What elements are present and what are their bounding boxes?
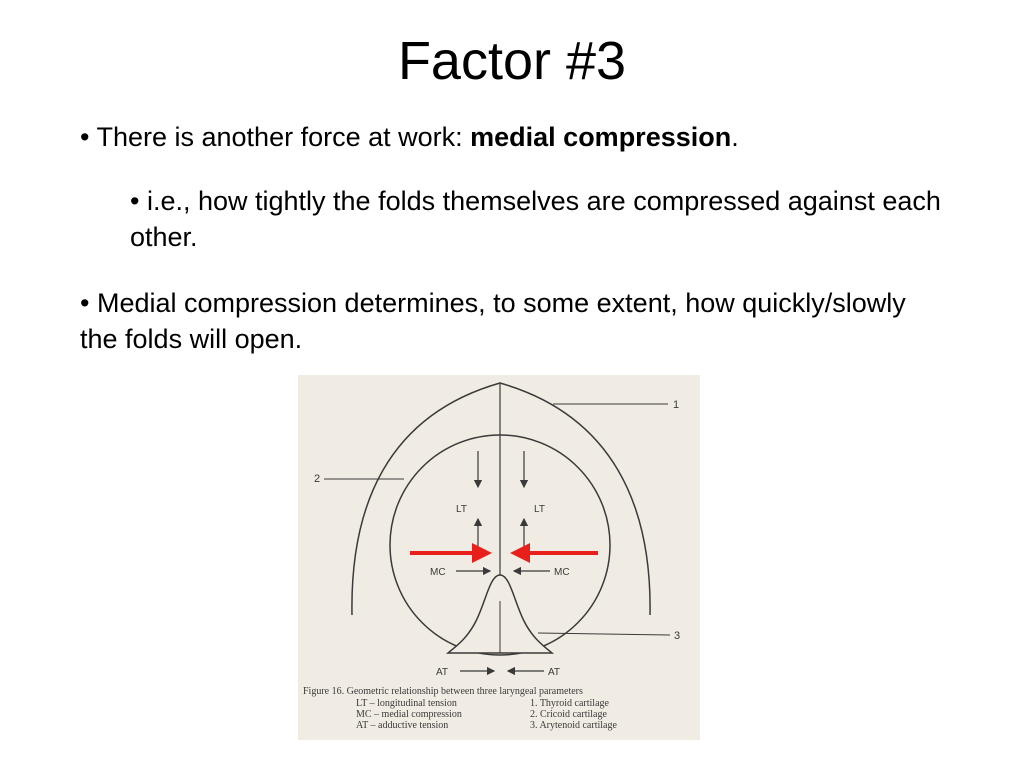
callout-3: 3: [674, 630, 680, 642]
slide-title: Factor #3: [397, 31, 627, 91]
legend-right-2: 3. Arytenoid cartilage: [530, 720, 617, 731]
bullet-bold-term: medial compression: [470, 122, 732, 152]
label-mc-right: MC: [554, 567, 570, 578]
larynx-diagram: 1 2 3 LT LT MC MC AT AT Figure 16. Geome…: [303, 382, 680, 731]
label-at-left: AT: [436, 667, 448, 678]
callout-1: 1: [673, 399, 679, 411]
legend-right-1: 2. Cricoid cartilage: [530, 709, 607, 720]
callout-2: 2: [314, 473, 320, 485]
larynx-diagram-figure: 1 2 3 LT LT MC MC AT AT Figure 16. Geome…: [298, 375, 700, 740]
legend-left-2: AT – adductive tension: [356, 720, 448, 731]
label-at-right: AT: [548, 667, 560, 678]
legend-left-1: MC – medial compression: [356, 709, 462, 720]
bullet-period: .: [731, 122, 739, 152]
bullet-text: • There is another force at work:: [80, 122, 471, 152]
legend-left-0: LT – longitudinal tension: [356, 698, 457, 709]
legend-right-0: 1. Thyroid cartilage: [530, 698, 610, 709]
bullet-medial-compression: • There is another force at work: medial…: [80, 119, 980, 155]
sub-bullet-definition: • i.e., how tightly the folds themselves…: [130, 186, 941, 252]
label-lt-right: LT: [534, 504, 545, 515]
label-mc-left: MC: [430, 567, 446, 578]
figure-caption-title: Figure 16. Geometric relationship betwee…: [303, 686, 583, 697]
label-lt-left: LT: [456, 504, 467, 515]
bullet-opening-speed: • Medial compression determines, to some…: [80, 288, 906, 354]
